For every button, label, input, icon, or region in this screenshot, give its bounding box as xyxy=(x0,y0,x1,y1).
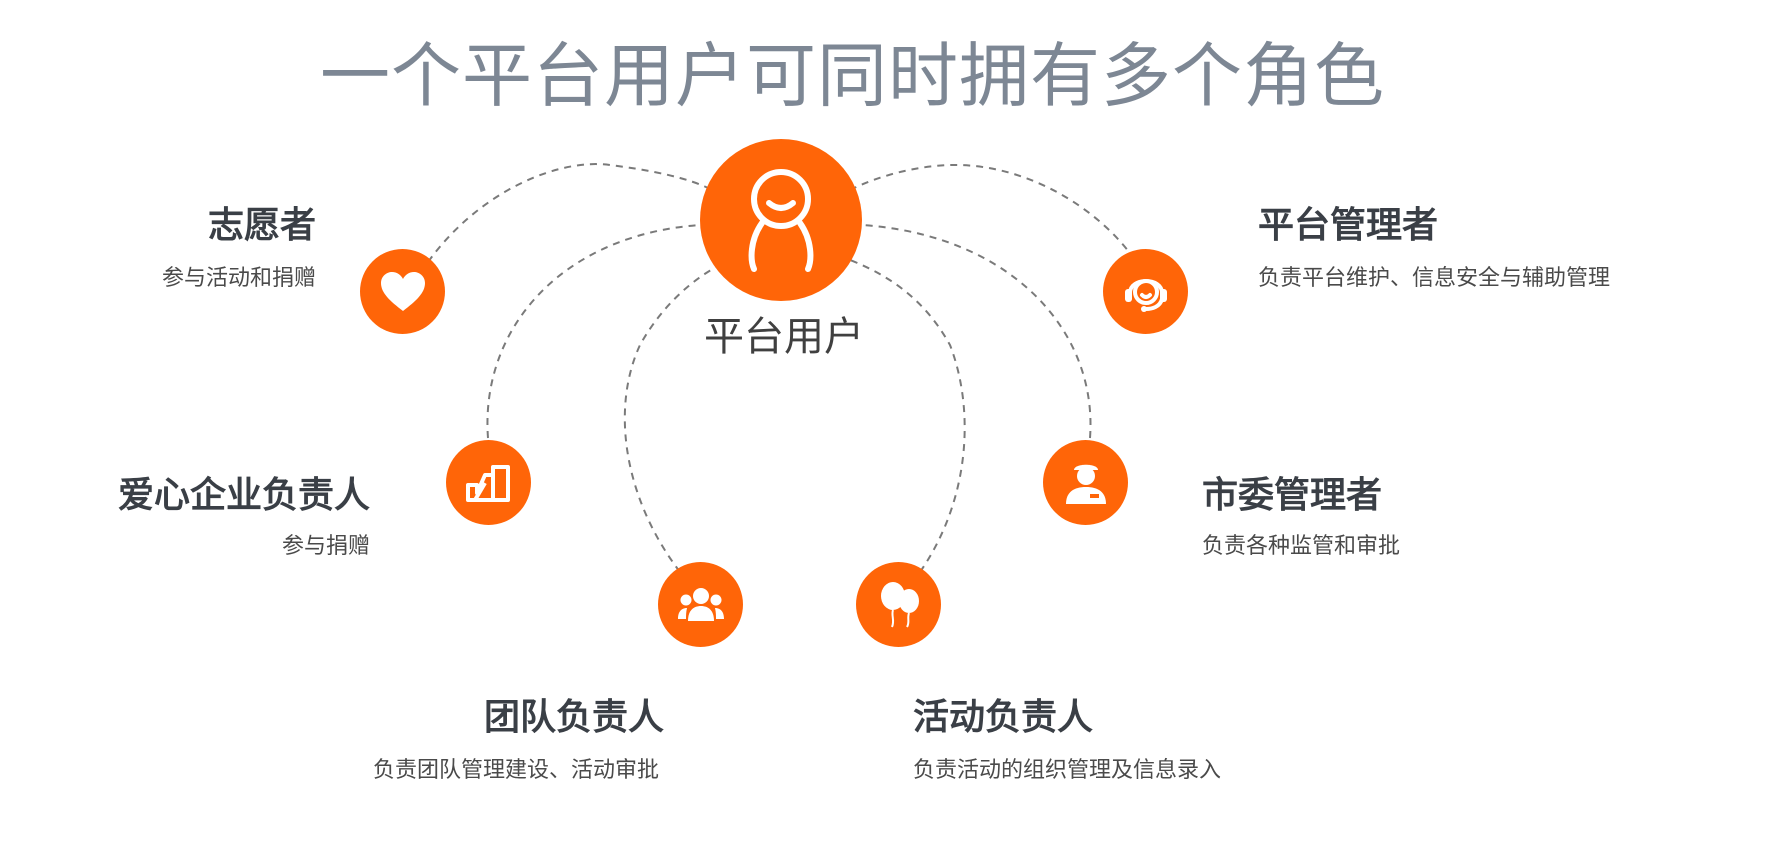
role-name-activity: 活动负责人 xyxy=(913,697,1094,738)
center-user-node xyxy=(700,139,862,301)
role-name-team: 团队负责人 xyxy=(484,697,665,738)
city-admin-node xyxy=(1043,440,1128,525)
platform-admin-node xyxy=(1103,249,1188,334)
center-label: 平台用户 xyxy=(704,314,864,360)
role-desc-enterprise: 参与捐赠 xyxy=(281,534,370,559)
headset-icon xyxy=(1124,278,1167,312)
role-desc-volunteer: 参与活动和捐赠 xyxy=(161,266,316,291)
user-icon xyxy=(748,169,814,272)
role-name-enterprise: 爱心企业负责人 xyxy=(117,475,370,516)
activity-node xyxy=(856,562,941,647)
team-node xyxy=(658,562,743,647)
role-name-platform-admin: 平台管理者 xyxy=(1258,205,1439,246)
heart-icon xyxy=(380,271,425,311)
arc-team xyxy=(623,264,721,573)
role-desc-team: 负责团队管理建设、活动审批 xyxy=(373,758,660,783)
arc-volunteer xyxy=(427,163,713,263)
officer-icon xyxy=(1065,464,1106,504)
team-icon xyxy=(677,587,724,621)
volunteer-node xyxy=(360,249,445,334)
arc-city-admin xyxy=(861,224,1092,439)
role-name-city-admin: 市委管理者 xyxy=(1202,475,1383,516)
role-name-volunteer: 志愿者 xyxy=(207,205,316,246)
balloon-icon xyxy=(880,581,919,628)
role-desc-platform-admin: 负责平台维护、信息安全与辅助管理 xyxy=(1258,266,1611,291)
role-desc-city-admin: 负责各种监管和审批 xyxy=(1202,534,1401,559)
role-desc-activity: 负责活动的组织管理及信息录入 xyxy=(913,758,1222,783)
arc-platform-admin xyxy=(849,163,1136,261)
arc-activity xyxy=(844,257,966,573)
enterprise-node xyxy=(446,440,531,525)
arc-enterprise xyxy=(486,224,701,439)
page-title: 一个平台用户可同时拥有多个角色 xyxy=(320,35,1385,117)
enterprise-icon xyxy=(465,464,510,502)
